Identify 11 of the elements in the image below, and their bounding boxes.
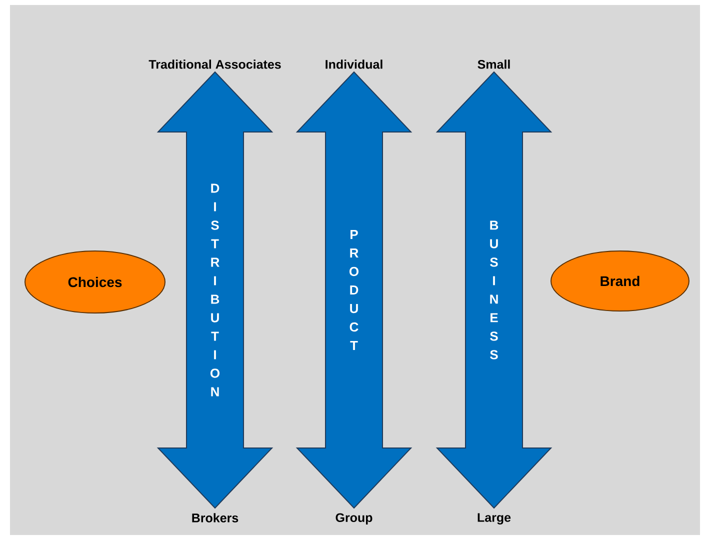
oval: Brand bbox=[550, 250, 690, 312]
end-label: Individual bbox=[326, 60, 382, 69]
edge-label: PRODUCT bbox=[349, 230, 359, 350]
oval: Choices bbox=[24, 250, 166, 314]
edge-label: BUSINESS bbox=[490, 220, 498, 360]
end-label: Small bbox=[478, 60, 510, 69]
end-label: Large bbox=[478, 513, 511, 524]
end-label: Group bbox=[336, 513, 372, 524]
end-label: Traditional Associates bbox=[148, 60, 281, 69]
edge-label: DISTRIBUTION bbox=[210, 184, 220, 396]
end-label: Brokers bbox=[192, 513, 238, 522]
